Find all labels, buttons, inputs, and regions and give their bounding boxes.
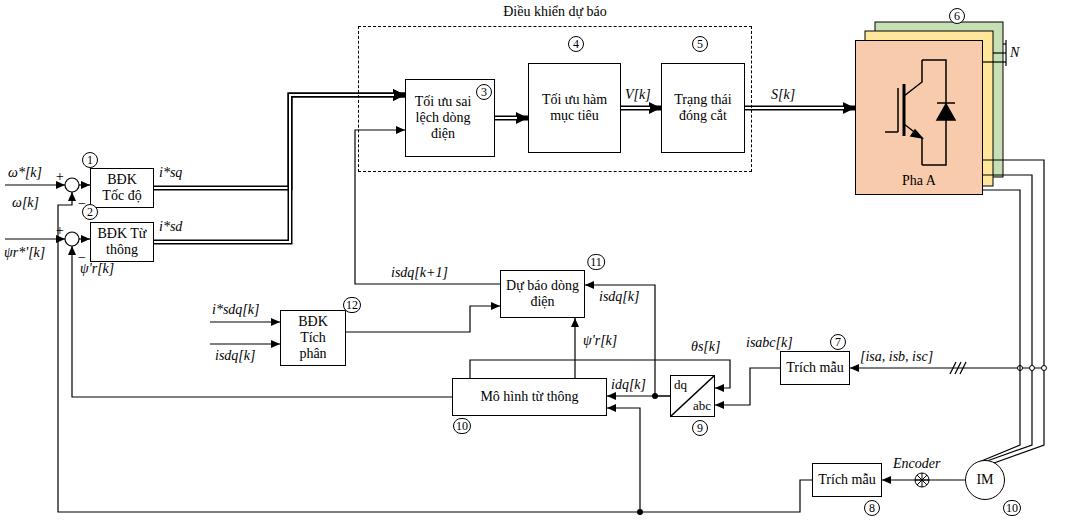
process-box: Dự báo dòng điện: [500, 270, 585, 318]
signal-label: isdq[k]: [598, 290, 640, 304]
igbt-symbol: [885, 60, 955, 165]
callout-number: 11: [587, 254, 605, 270]
callout-number: 9: [692, 420, 708, 436]
signal-label: S[k]: [770, 88, 796, 102]
signal-label: N: [1010, 46, 1019, 60]
signal-label: +: [55, 170, 64, 184]
callout-number: 1: [82, 152, 98, 168]
box-label: Tối ưu sai lệch dòng điện: [410, 94, 476, 142]
connector: [745, 108, 855, 109]
callout-number: 6: [949, 8, 965, 24]
callout-number: 4: [568, 36, 584, 52]
signal-label: isabc[k]: [745, 336, 794, 350]
connector: [495, 118, 528, 119]
transform-box: dqabc: [670, 375, 715, 417]
signal-label: +: [55, 224, 64, 238]
signal-label: isdq[k]: [215, 349, 255, 363]
box-label: IM: [976, 472, 993, 488]
connector: [346, 306, 500, 332]
signal-wires: [5, 185, 640, 512]
callout-number: 10: [1003, 500, 1021, 516]
group-title: Điều khiển dự báo: [359, 4, 751, 20]
signal-label: ψr*'[k]: [4, 246, 45, 260]
connector: [715, 368, 780, 405]
signal-label: i*sq: [158, 166, 183, 180]
box-label: Trích mẫu: [818, 472, 875, 488]
callout-number: 2: [82, 204, 98, 220]
signal-label: [isa, isb, isc]: [860, 350, 933, 364]
box-label: BĐK Tích phân: [285, 314, 341, 362]
process-box: Tối ưu hàm mục tiêu: [528, 63, 621, 153]
box-label: Dự báo dòng điện: [505, 278, 580, 310]
connector: [575, 318, 576, 378]
summing-junctions: [65, 178, 79, 246]
signal-label: V[k]: [624, 88, 652, 102]
box-label: BĐK Từ thông: [95, 226, 149, 258]
connector: [607, 408, 812, 512]
callout-number: 3: [476, 84, 492, 100]
signal-label: −: [77, 251, 86, 265]
signal-label: i*sdq[k]: [212, 303, 259, 317]
connector: [607, 396, 670, 397]
callout-number: 8: [864, 500, 880, 516]
connector: [154, 95, 405, 188]
signal-label: idq[k]: [610, 378, 647, 392]
motor-cables: [850, 160, 1044, 463]
connector: [621, 108, 661, 109]
callout-number: 10: [453, 418, 471, 434]
model-box: Mô hình từ thông: [452, 378, 607, 416]
connector: [979, 190, 1020, 462]
signal-label: i*sd: [158, 220, 183, 234]
signal-label: Encoder: [893, 457, 940, 471]
callout-number: 12: [343, 297, 361, 313]
box-label: Trạng thái đóng cắt: [666, 92, 740, 124]
box-label: Mô hình từ thông: [480, 389, 578, 405]
box-label: Tối ưu hàm mục tiêu: [533, 92, 616, 124]
controller-box: BĐK Tích phân: [280, 310, 346, 366]
box-label: abc: [693, 399, 711, 414]
tap-dots: [1018, 366, 1047, 371]
box-label: Pha A: [902, 173, 936, 189]
controller-box: BĐK Từ thông: [90, 222, 154, 262]
signal-label: ω[k]: [12, 196, 39, 210]
sampler-box: Trích mẫu: [812, 463, 882, 497]
motor-circle: IM: [965, 460, 1005, 500]
callout-number: 7: [830, 334, 846, 350]
signal-label: isdq[k+1]: [390, 266, 449, 280]
process-box: Trạng thái đóng cắt: [661, 63, 745, 153]
box-label: Trích mẫu: [786, 360, 843, 376]
connector: [154, 95, 405, 242]
sampler-box: Trích mẫu: [780, 351, 850, 385]
inverter-leg: Pha A: [855, 40, 983, 195]
box-label: BĐK Tốc độ: [95, 172, 149, 204]
inverter-legs: [855, 22, 1003, 195]
signal-label: ω*[k]: [8, 166, 42, 180]
connector: [882, 480, 965, 481]
neutral-wiring: [983, 40, 1006, 66]
box-label: dq: [674, 378, 687, 393]
signal-label: θs[k]: [690, 340, 721, 354]
signal-label: ψ'r[k]: [582, 334, 618, 348]
controller-box: BĐK Tốc độ: [90, 168, 154, 208]
callout-number: 5: [692, 36, 708, 52]
